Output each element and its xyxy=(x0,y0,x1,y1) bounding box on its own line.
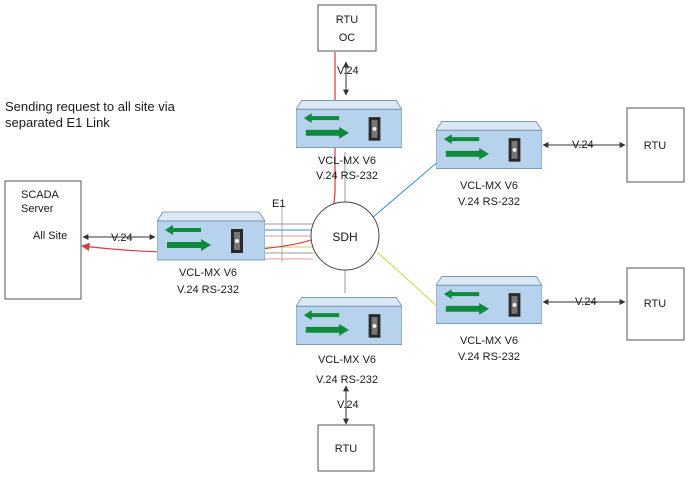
v24-arrows xyxy=(82,61,626,425)
links xyxy=(265,152,441,307)
vcl-top-model: VCL-MX V6 xyxy=(318,155,376,167)
scada-port-label: All Site xyxy=(33,230,67,242)
rtu-right-lower-label: RTU xyxy=(644,298,666,310)
vcl-device-top: VCL-MX V6 V.24 RS-232 xyxy=(296,99,402,182)
vcl-bottom-interface: V.24 RS-232 xyxy=(316,374,378,386)
vcl-right-lower-model: VCL-MX V6 xyxy=(460,335,518,347)
v24-label-right-upper: V.24 xyxy=(572,139,594,151)
rtu-top-sub-label: OC xyxy=(339,32,356,44)
sdh-label: SDH xyxy=(332,230,357,244)
e1-label: E1 xyxy=(272,198,285,210)
scada-title-line-1: SCADA xyxy=(21,189,60,201)
scada-title-line-2: Server xyxy=(21,203,54,215)
vcl-device-left: VCL-MX V6 V.24 RS-232 xyxy=(157,211,265,296)
v24-label-left: V.24 xyxy=(111,232,133,244)
rtu-bottom-label: RTU xyxy=(335,443,357,455)
sdh-node: SDH xyxy=(310,201,380,271)
vcl-device-right-upper: VCL-MX V6 V.24 RS-232 xyxy=(436,120,542,208)
v24-label-bottom: V.24 xyxy=(337,399,359,411)
rtu-bottom: RTU xyxy=(317,424,375,472)
scada-server: SCADA Server All Site xyxy=(4,180,82,300)
vcl-top-interface: V.24 RS-232 xyxy=(316,170,378,182)
vcl-left-model: VCL-MX V6 xyxy=(179,267,237,279)
vcl-device-bottom: VCL-MX V6 V.24 RS-232 xyxy=(296,296,402,386)
rtu-top-label: RTU xyxy=(336,14,358,26)
sdh-link-right-upper xyxy=(371,159,441,219)
rtu-right-upper-label: RTU xyxy=(644,140,666,152)
vcl-bottom-model: VCL-MX V6 xyxy=(318,354,376,366)
vcl-right-upper-interface: V.24 RS-232 xyxy=(458,196,520,208)
vcl-right-lower-interface: V.24 RS-232 xyxy=(458,351,520,363)
rtu-top: RTU OC xyxy=(317,4,377,52)
v24-label-top: V.24 xyxy=(337,65,359,77)
vcl-right-upper-model: VCL-MX V6 xyxy=(460,180,518,192)
v24-label-right-lower: V.24 xyxy=(575,296,597,308)
sdh-link-right-lower xyxy=(376,251,438,307)
annotation-text: Sending request to all site via separate… xyxy=(5,99,178,130)
vcl-device-right-lower: VCL-MX V6 V.24 RS-232 xyxy=(436,275,542,363)
rtu-right-upper: RTU xyxy=(626,107,685,183)
rtu-right-lower: RTU xyxy=(626,267,685,341)
vcl-left-interface: V.24 RS-232 xyxy=(177,284,239,296)
